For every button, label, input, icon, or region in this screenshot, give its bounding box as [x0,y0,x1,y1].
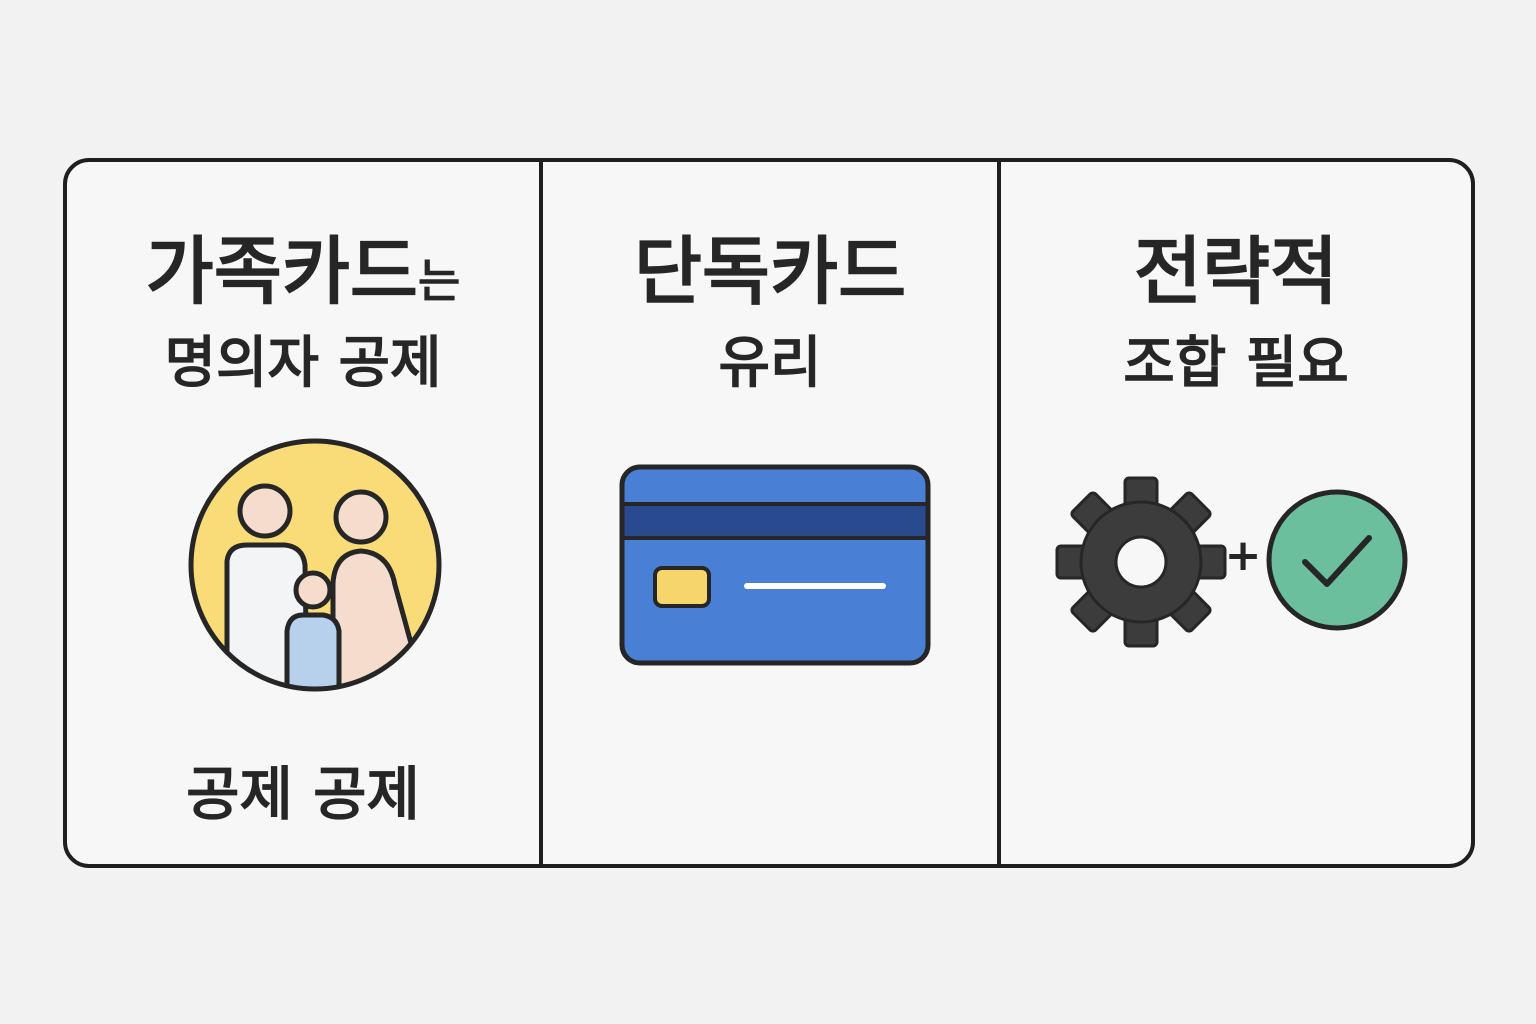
panel-title: 단독카드 [633,229,907,315]
panel-footer: 공제 공제 [186,760,420,828]
credit-card-icon [619,464,931,666]
panel-title: 가족카드는 [67,212,539,319]
comparison-board: 가족카드는 명의자 공제 공제 공제 단독카드 유 [63,158,1475,868]
family-card-panel: 가족카드는 명의자 공제 공제 공제 [67,162,539,864]
title-suffix: 는 [418,254,461,308]
family-icon [188,438,442,692]
plus-connector: + [1224,530,1262,581]
gear-icon [1055,476,1227,648]
panel-title: 전략적 [1133,229,1339,315]
panel-subtitle: 유리 [718,331,822,396]
single-card-panel: 단독카드 유리 [539,162,997,864]
title-main: 가족카드 [145,229,418,315]
check-circle-icon [1266,489,1408,631]
panel-subtitle: 조합 필요 [1123,331,1349,396]
strategy-panel: 전략적 조합 필요 + [997,162,1471,864]
panel-subtitle: 명의자 공제 [164,331,442,396]
